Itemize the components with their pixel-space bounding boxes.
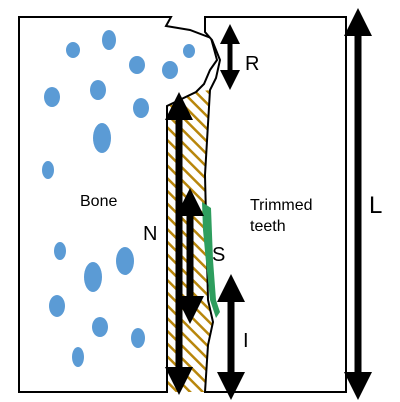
label-bone: Bone (80, 193, 117, 210)
label-trimmed: Trimmed (250, 197, 313, 214)
bone-pores (42, 30, 195, 367)
label-i: I (243, 330, 249, 352)
label-l: L (369, 192, 382, 219)
label-s: S (212, 244, 225, 266)
label-r: R (245, 53, 259, 75)
soft-tissue-strip (202, 202, 220, 318)
label-n: N (143, 223, 157, 245)
label-teeth: teeth (250, 218, 286, 235)
